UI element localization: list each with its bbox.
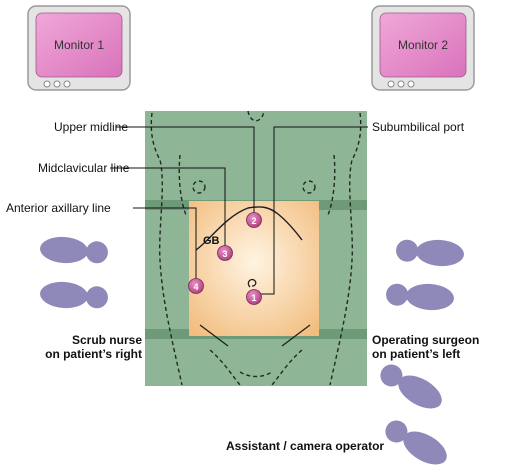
scrub-nurse-label-line2: on patient’s right (45, 347, 142, 361)
assistant-footprints (375, 358, 453, 472)
inguinal-line-left (199, 324, 229, 347)
umbilicus-icon (247, 278, 257, 288)
gallbladder-label: GB (203, 235, 220, 247)
assistant-label: Assistant / camera operator (226, 439, 384, 453)
scrub-nurse-footprints (39, 235, 109, 312)
port-2: 2 (246, 212, 262, 228)
upper-midline-leader (116, 126, 255, 213)
upper-midline-label: Upper midline (54, 120, 128, 134)
subumbilical-leader (258, 126, 368, 295)
monitor-1: Monitor 1 (27, 5, 131, 91)
monitor-2-label: Monitor 2 (398, 38, 448, 52)
scrub-nurse-label-line1: Scrub nurse (72, 333, 142, 347)
midclavicular-leader (110, 167, 226, 247)
surgeon-label-line2: on patient’s left (372, 347, 460, 361)
monitor-1-buttons (43, 80, 71, 88)
monitor-2-buttons (387, 80, 415, 88)
callout-leaders (110, 126, 368, 295)
port-3-number: 3 (222, 249, 227, 259)
port-1-number: 1 (251, 293, 256, 303)
surgeon-footprints (385, 236, 465, 312)
midclavicular-line-label: Midclavicular line (38, 161, 130, 175)
inguinal-line-right (281, 324, 311, 347)
costal-margin (195, 206, 303, 251)
port-1: 1 (246, 289, 262, 305)
anterior-axillary-leader (133, 207, 197, 279)
port-4: 4 (188, 278, 204, 294)
monitor-1-label: Monitor 1 (54, 38, 104, 52)
port-3: 3 (217, 245, 233, 261)
monitor-2: Monitor 2 (371, 5, 475, 91)
subumbilical-port-label: Subumbilical port (372, 120, 465, 134)
port-2-number: 2 (251, 216, 256, 226)
anterior-axillary-line-label: Anterior axillary line (6, 201, 111, 215)
surgeon-label-line1: Operating surgeon (372, 333, 479, 347)
port-4-number: 4 (193, 282, 198, 292)
